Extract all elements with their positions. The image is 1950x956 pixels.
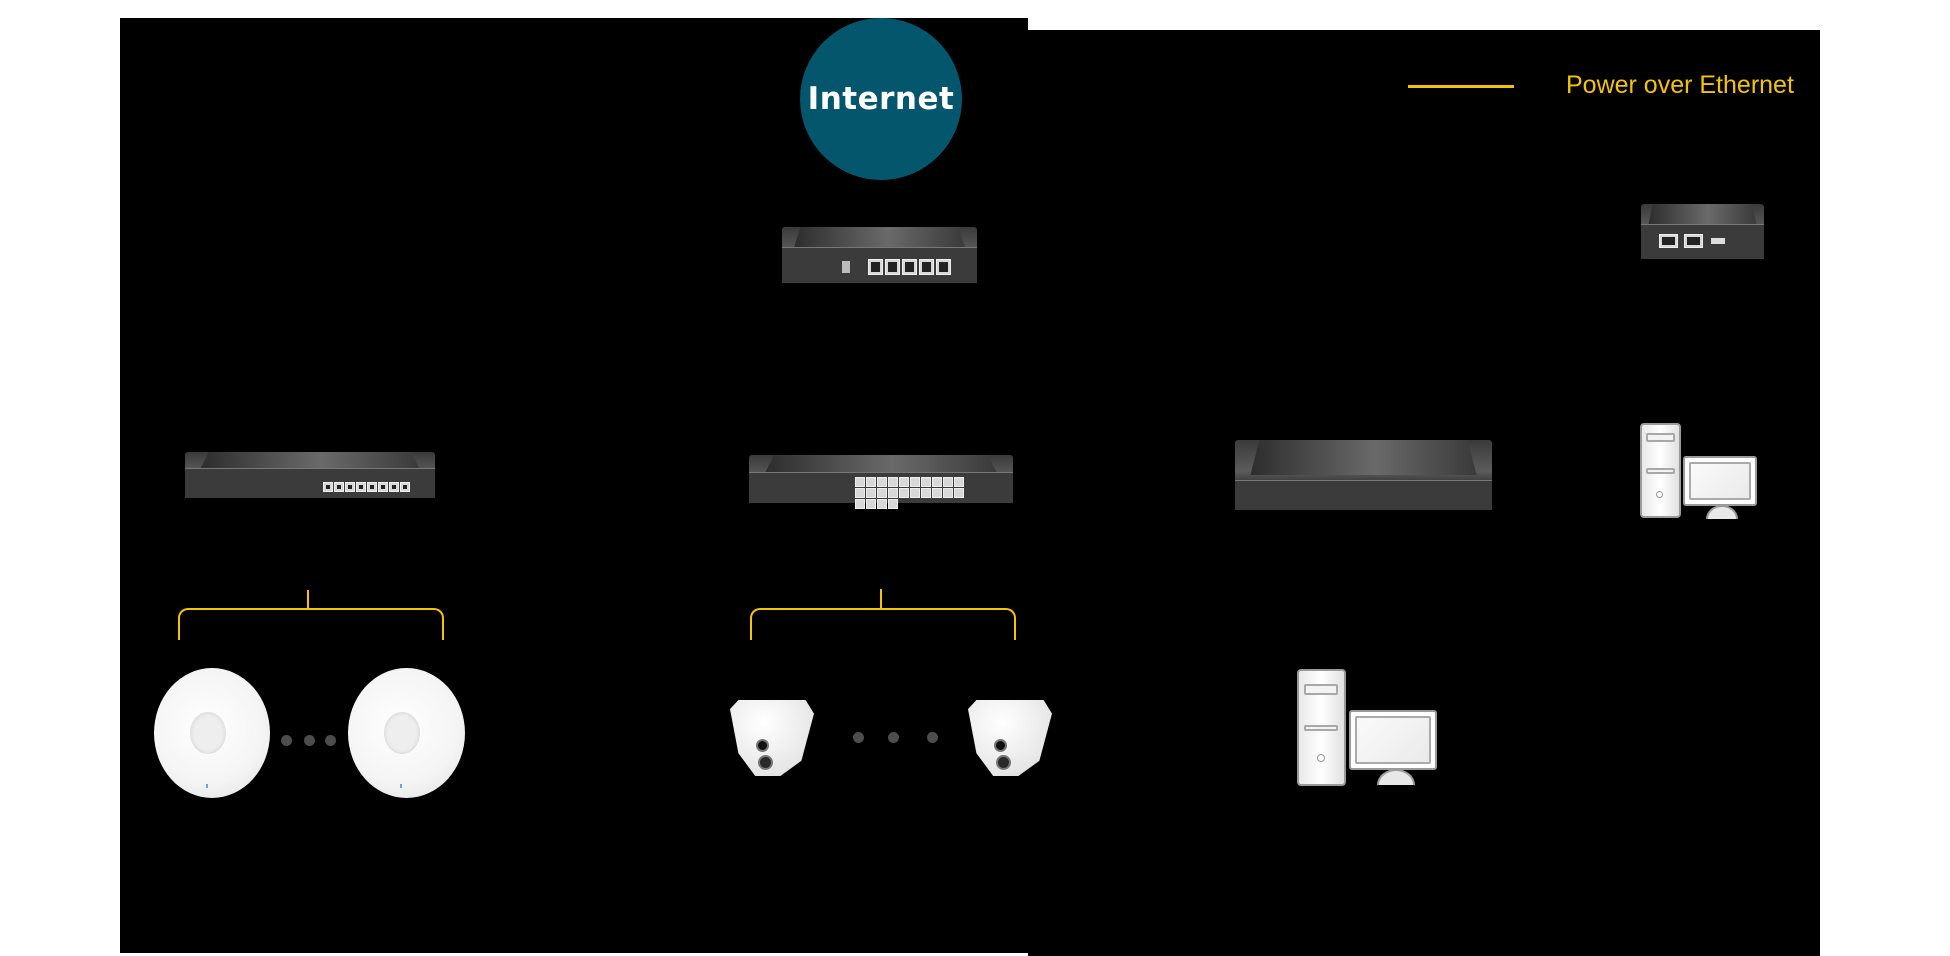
ellipsis-dot-icon (888, 732, 899, 743)
ellipsis-dot-icon (281, 735, 292, 746)
access-point-icon (154, 668, 270, 798)
turret-camera-icon (968, 700, 1052, 776)
poe-legend-line (1408, 85, 1514, 88)
middle-poe-switch-icon (749, 455, 1013, 509)
ellipsis-dot-icon (927, 732, 938, 743)
right-desktop-pc-icon (1640, 423, 1758, 519)
controller-icon (1641, 204, 1764, 259)
ellipsis-dot-icon (853, 732, 864, 743)
bottom-desktop-pc-icon (1297, 669, 1437, 787)
poe-link-stem-cameras (880, 589, 882, 609)
access-point-icon (348, 668, 465, 798)
poe-bracket-aps (178, 608, 444, 640)
left-poe-switch-icon (185, 452, 435, 498)
internet-label: Internet (807, 81, 955, 117)
turret-camera-icon (730, 700, 814, 776)
poe-legend-label: Power over Ethernet (1566, 71, 1794, 99)
right-switch-icon (1235, 440, 1492, 510)
poe-bracket-cameras (750, 608, 1016, 640)
ellipsis-dot-icon (325, 735, 336, 746)
poe-link-stem-aps (307, 590, 309, 610)
ellipsis-dot-icon (304, 735, 315, 746)
router-icon (782, 227, 977, 283)
internet-node: Internet (800, 18, 962, 180)
